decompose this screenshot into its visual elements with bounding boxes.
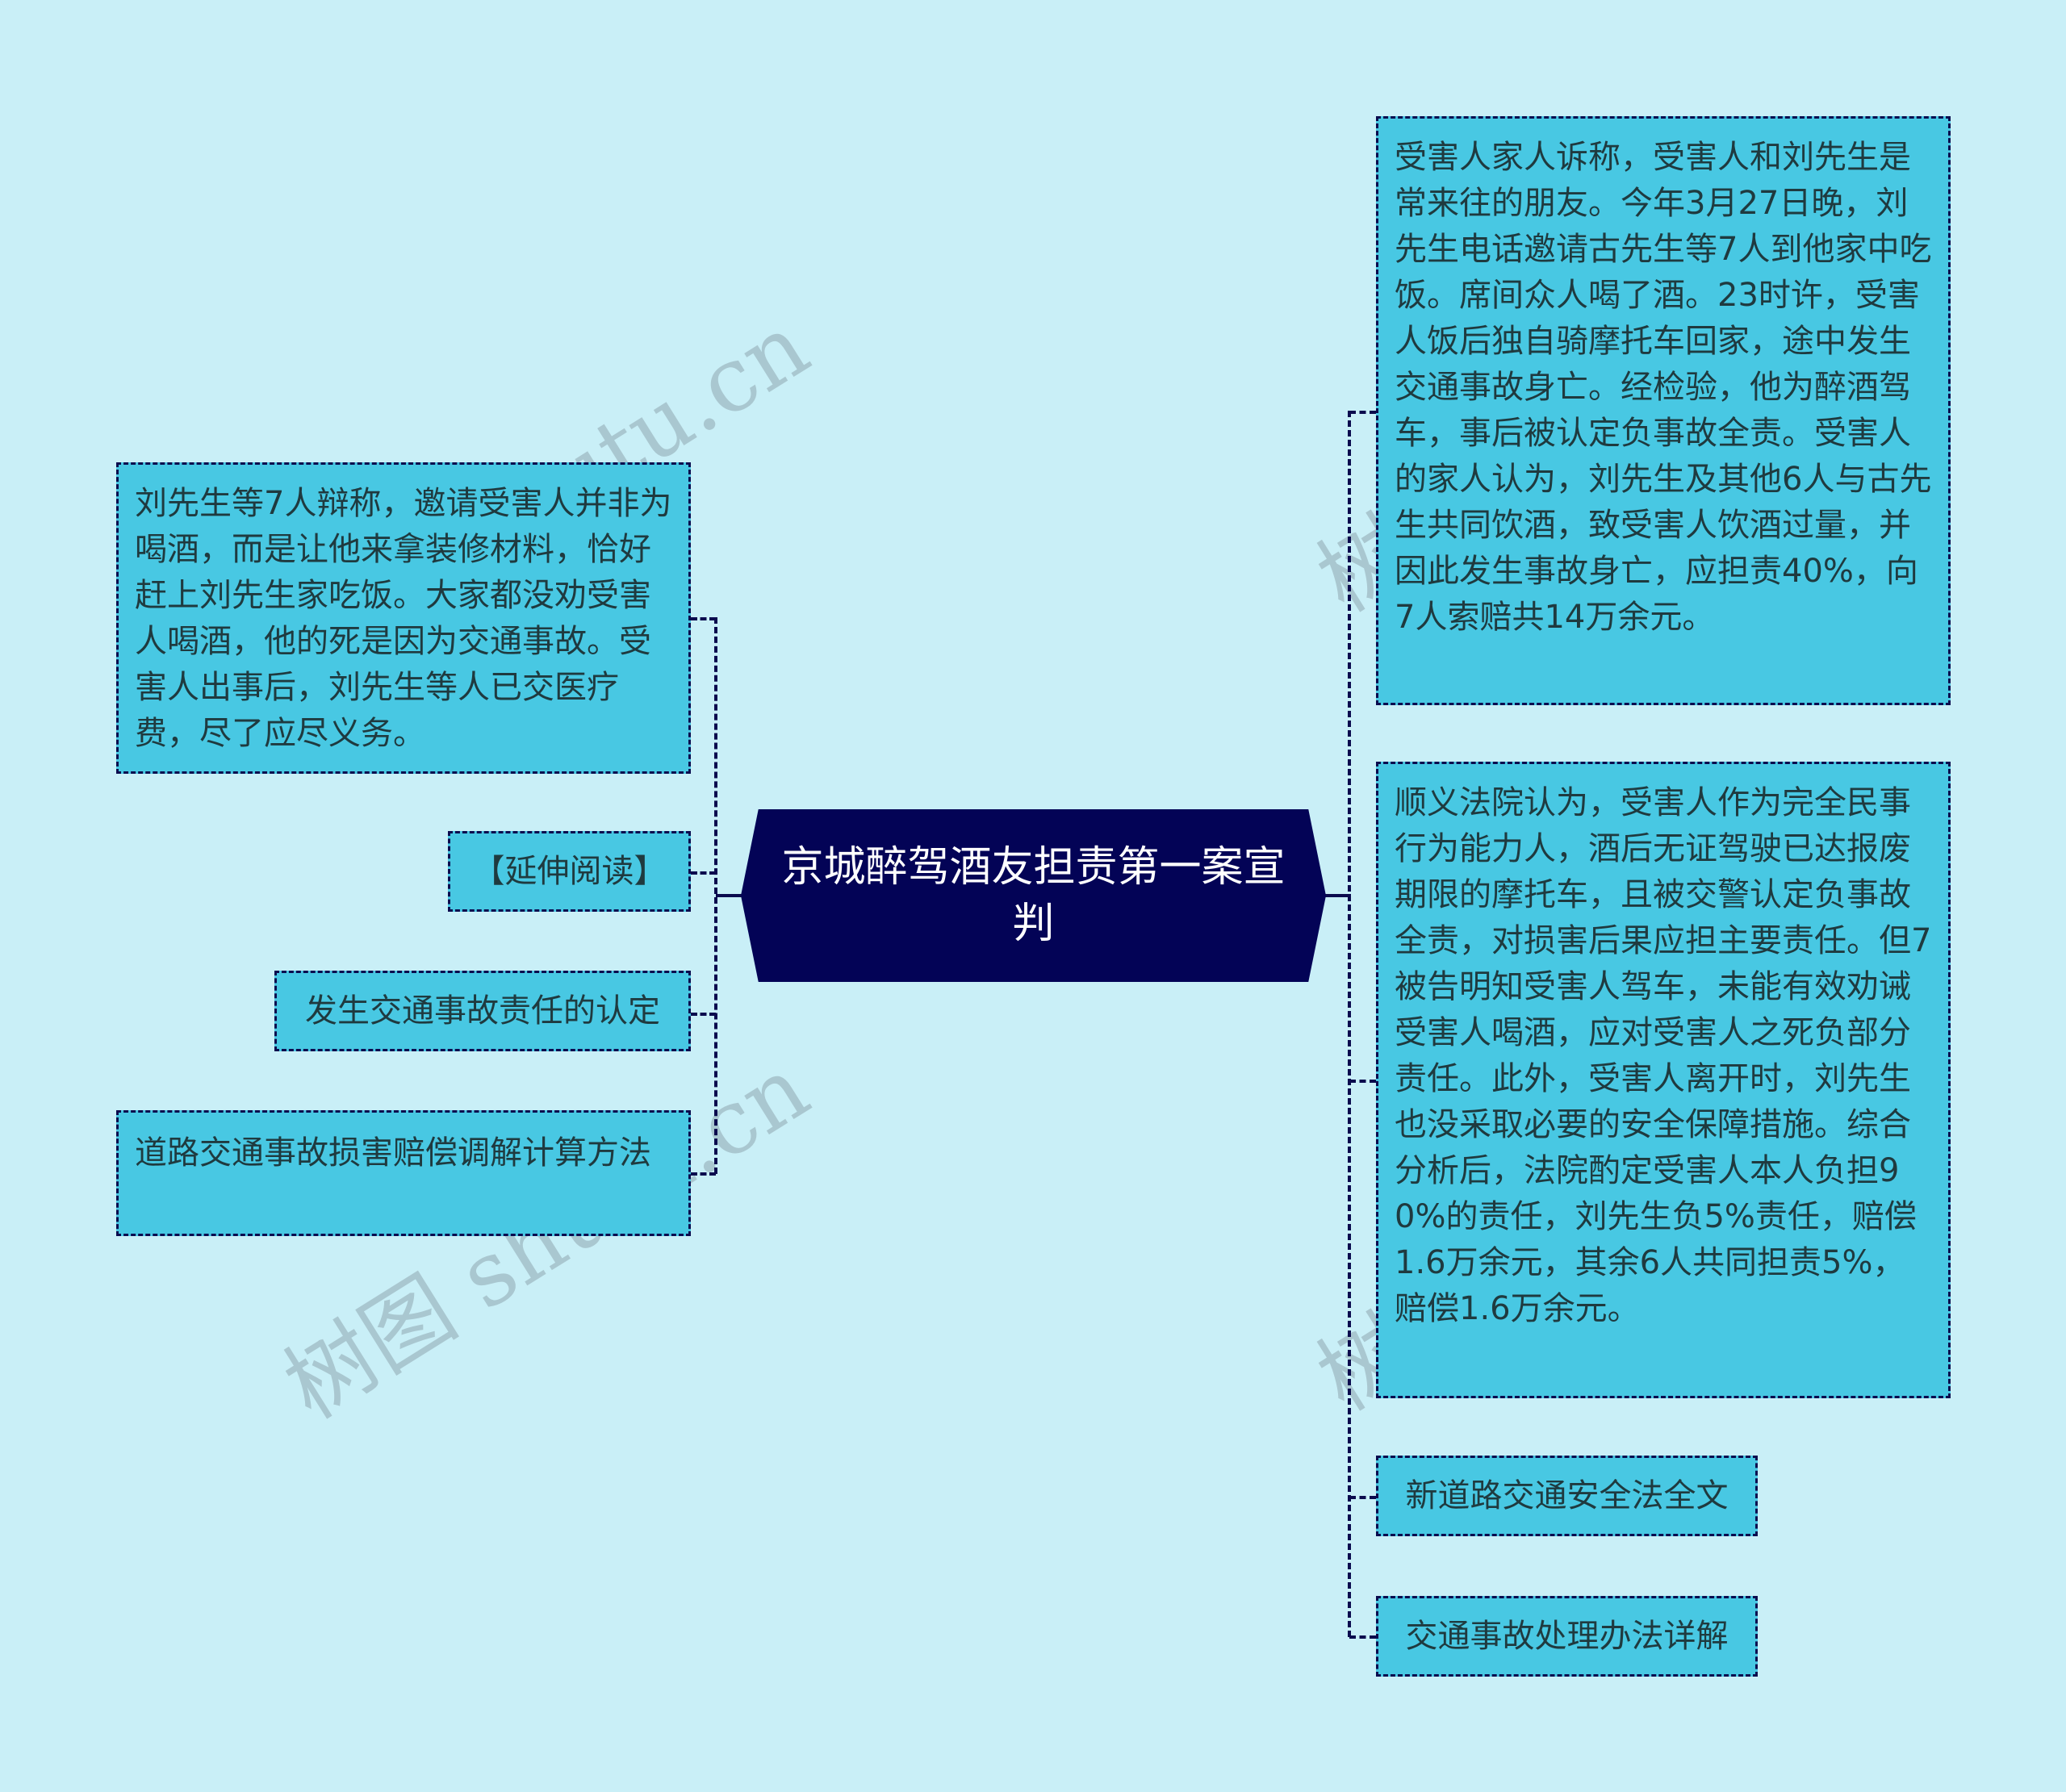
connector-right-1 (1349, 411, 1376, 414)
topic-right-plaintiff-claim[interactable]: 受害人家人诉称，受害人和刘先生是常来往的朋友。今年3月27日晚，刘先生电话邀请古… (1376, 116, 1951, 705)
topic-text: 发生交通事故责任的认定 (305, 992, 660, 1030)
topic-right-traffic-safety-law[interactable]: 新道路交通安全法全文 (1376, 1456, 1758, 1536)
topic-left-defense[interactable]: 刘先生等7人辩称，邀请受害人并非为喝酒，而是让他来拿装修材料，恰好赶上刘先生家吃… (116, 462, 691, 774)
topic-left-liability-determination[interactable]: 发生交通事故责任的认定 (274, 971, 691, 1051)
topic-right-court-ruling[interactable]: 顺义法院认为，受害人作为完全民事行为能力人，酒后无证驾驶已达报废期限的摩托车，且… (1376, 762, 1951, 1398)
central-topic[interactable]: 京城醉驾酒友担责第一案宣判 (741, 809, 1326, 982)
connector-right-spine (1348, 411, 1351, 1637)
topic-text: 刘先生等7人辩称，邀请受害人并非为喝酒，而是让他来拿装修材料，恰好赶上刘先生家吃… (135, 485, 672, 752)
topic-left-extended-reading[interactable]: 【延伸阅读】 (448, 831, 691, 912)
connector-right-3 (1349, 1496, 1376, 1499)
connector-left-3 (691, 1013, 716, 1016)
connector-center-right (1324, 894, 1351, 897)
connector-right-4 (1349, 1635, 1376, 1639)
connector-left-4 (691, 1172, 716, 1176)
connector-left-spine (714, 617, 717, 1174)
topic-text: 顺义法院认为，受害人作为完全民事行为能力人，酒后无证驾驶已达报废期限的摩托车，且… (1395, 784, 1932, 1327)
connector-right-2 (1349, 1080, 1376, 1083)
connector-left-1 (691, 617, 716, 620)
central-topic-title: 京城醉驾酒友担责第一案宣判 (781, 843, 1286, 948)
topic-text: 【延伸阅读】 (472, 852, 667, 890)
topic-text: 交通事故处理办法详解 (1405, 1617, 1729, 1655)
topic-left-compensation-method[interactable]: 道路交通事故损害赔偿调解计算方法 (116, 1110, 691, 1236)
topic-right-accident-handling[interactable]: 交通事故处理办法详解 (1376, 1596, 1758, 1677)
topic-text: 道路交通事故损害赔偿调解计算方法 (135, 1134, 651, 1172)
connector-center-left (716, 894, 742, 897)
topic-text: 受害人家人诉称，受害人和刘先生是常来往的朋友。今年3月27日晚，刘先生电话邀请古… (1395, 139, 1932, 636)
topic-text: 新道路交通安全法全文 (1405, 1477, 1729, 1514)
connector-left-2 (691, 871, 716, 875)
